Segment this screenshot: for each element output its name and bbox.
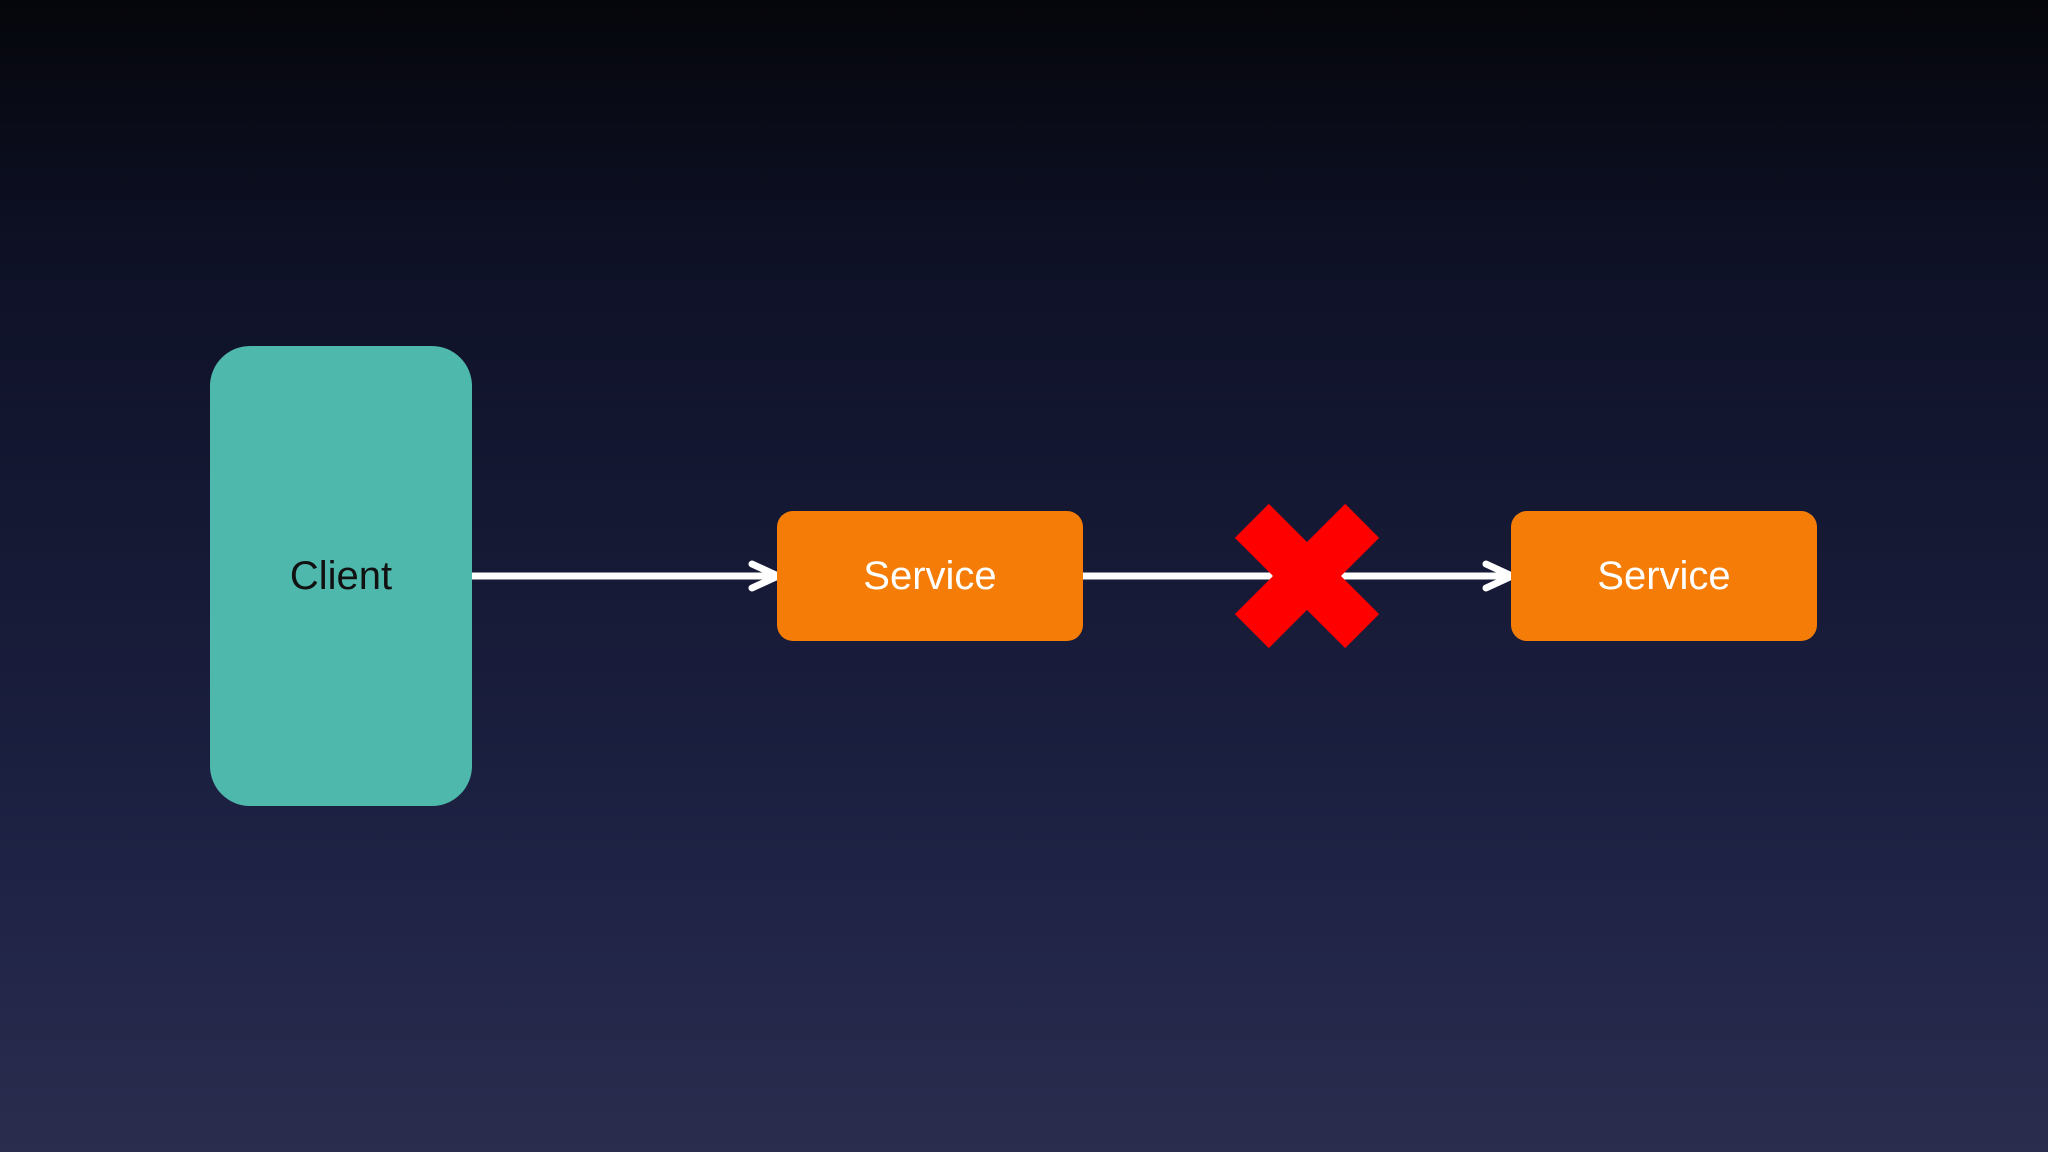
- client-node: Client: [210, 346, 472, 806]
- service-primary-label: Service: [863, 553, 997, 598]
- cross-icon: [1234, 503, 1380, 649]
- service-downstream-label: Service: [1597, 553, 1731, 598]
- service-node-primary: Service: [777, 511, 1083, 641]
- service-node-downstream: Service: [1511, 511, 1817, 641]
- client-label: Client: [289, 553, 393, 598]
